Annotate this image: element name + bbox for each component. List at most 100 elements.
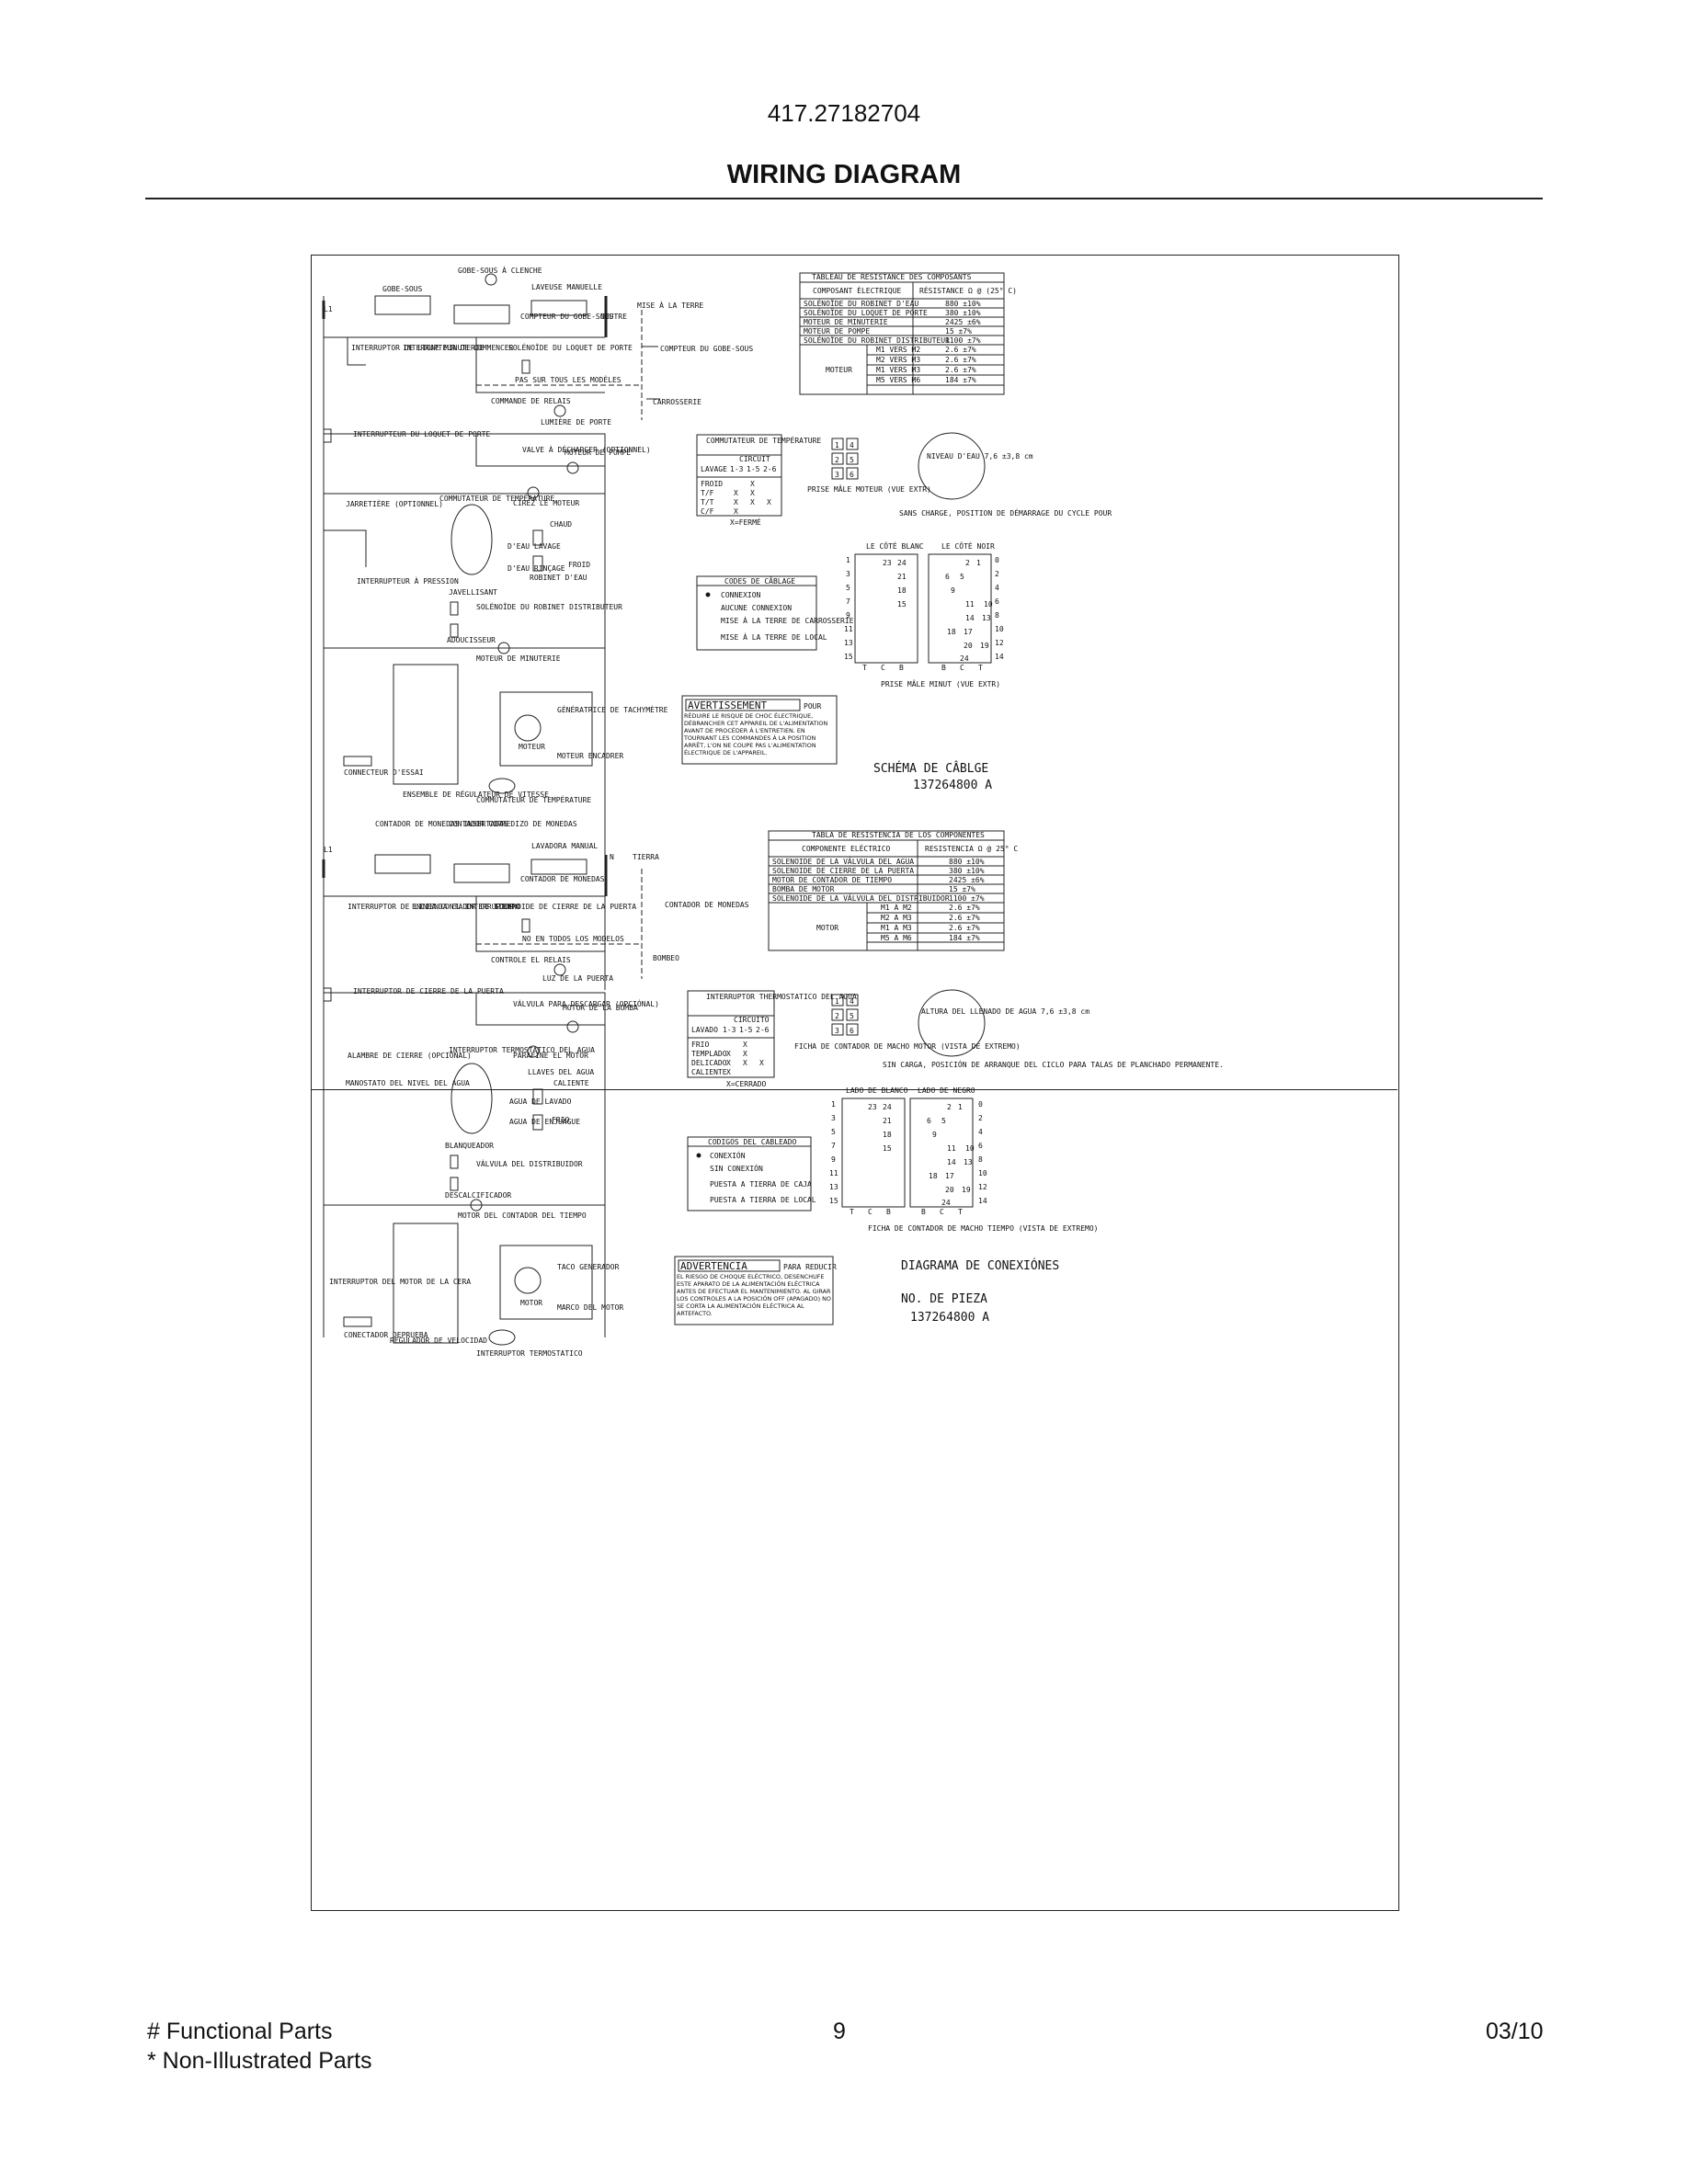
fr-timer-l1: 3 (846, 570, 850, 578)
fr-plug-p4: 3 (835, 471, 839, 479)
fr-res-r2c0: MOTEUR DE MINUTERIE (804, 318, 888, 326)
fr-timer-rn2: 6 (945, 573, 950, 581)
es-res-col2: RESISTENCIA Ω @ 25° C (925, 845, 1018, 853)
fr-timer-rn13: 24 (960, 654, 969, 663)
es-temp-r2: DELICADO (691, 1059, 727, 1067)
spanish-motor-plug: 1 4 2 5 3 6 FICHA DE CONTADOR DE MACHO M… (794, 994, 1021, 1051)
fr-water-level: NIVEAU D'EAU 7,6 ±3,8 cm (927, 452, 1033, 461)
fr-timer-l6: 13 (844, 639, 853, 647)
es-timer-l0: 1 (831, 1100, 836, 1109)
spanish-resistance-table: TABLA DE RESISTENCIA DE LOS COMPONENTES … (768, 830, 1018, 951)
label-mise-terre: MISE À LA TERRE (637, 300, 703, 310)
es-code-2: PUESTA A TIERRA DE CAJA (710, 1180, 812, 1189)
fr-timer-rn6: 10 (984, 600, 993, 609)
label-motor-contador: MOTOR DEL CONTADOR DEL TIEMPO (458, 1211, 587, 1220)
revision-date: 03/10 (1486, 2019, 1544, 2044)
label-ensemble-regulateur: ENSEMBLE DE RÉGULATEUR DE VITESSE (403, 789, 549, 799)
spanish-water-level: ALTURA DEL LLENADO DE AGUA 7,6 ±3,8 cm S… (883, 989, 1224, 1069)
label-agua-lavado: AGUA DE LAVADO (509, 1098, 572, 1106)
label-lavadora: LAVADORA MANUAL (531, 842, 598, 850)
fr-temp-note: X=FERMÉ (730, 517, 761, 527)
es-timer-rn9: 18 (929, 1172, 938, 1180)
es-res-r4c0: SOLENOIDE DE LA VÁLVULA DEL DISTRIBUIDOR (772, 893, 950, 903)
es-timer-l3: 7 (831, 1142, 836, 1150)
es-timer-rn10: 17 (945, 1172, 954, 1180)
label-interruptor-linea: INTERRUPTOR DE LINEA CONTADOR DE TIEMPO (348, 903, 520, 911)
fr-timer-title: PRISE MÂLE MINUT (VUE EXTR) (881, 678, 1000, 688)
es-temp-title: INTERRUPTOR THERMOSTATICO DEL AGUA (706, 993, 857, 1001)
es-temp-r1b: X (743, 1050, 747, 1058)
es-timer-r2: 4 (978, 1128, 983, 1136)
es-temp-r2b: X (743, 1059, 747, 1067)
label-l1: L1 (324, 305, 333, 313)
es-timer-rn7: 14 (947, 1158, 956, 1166)
es-timer-r4: 8 (978, 1155, 983, 1164)
label-interrupteur-commencer: INTERRUPTEUR DE COMMENCER (403, 344, 514, 352)
fr-code-2: MISE À LA TERRE DE CARROSSERIE (721, 615, 854, 625)
fr-timer-rn1: 1 (976, 559, 981, 567)
label-blanqueador: BLANQUEADOR (445, 1142, 494, 1150)
fr-timer-n4: 15 (897, 600, 907, 609)
fr-timer-rn7: 14 (965, 614, 975, 622)
es-res-r2c1: 2425 ±6% (949, 876, 985, 884)
es-warning-badge: ADVERTENCIA (680, 1260, 747, 1272)
label-interruptor-motor: INTERRUPTOR DEL MOTOR DE LA CERA (329, 1278, 471, 1286)
es-timer-rc0: B (921, 1208, 926, 1216)
label-neutre: NEUTRE (600, 313, 627, 321)
es-temp-r1: TEMPLADO (691, 1050, 727, 1058)
fr-temp-title: COMMUTATEUR DE TEMPÉRATURE (706, 435, 821, 445)
fr-res-m0a: M1 VERS M2 (876, 346, 920, 354)
label-contador-corredizo: CONTADOR CORREDIZO DE MONEDAS (449, 820, 577, 828)
es-temp-r3: CALIENTE (691, 1068, 727, 1076)
fr-codes-title: CODES DE CÂBLAGE (724, 575, 795, 586)
fr-res-title: TABLEAU DE RÉSISTANCE DES COMPOSANTS (812, 271, 972, 281)
es-temp-r1a: X (726, 1050, 731, 1058)
label-manostato: MANOSTATO DEL NIVEL DEL AGUA (346, 1079, 470, 1087)
es-plug-p5: 6 (850, 1027, 854, 1035)
label-connecteur-essai: CONNECTEUR D'ESSAI (344, 768, 424, 777)
es-res-m1a: M2 A M3 (881, 914, 912, 922)
label-compteur: COMPTEUR DU GOBE-SOUS (520, 313, 613, 321)
label-moteur: MOTEUR (519, 743, 545, 751)
fr-timer-rc1: C (960, 664, 964, 672)
es-res-title: TABLA DE RESISTENCIA DE LOS COMPONENTES (812, 831, 985, 839)
label-commutateur-bottom: COMMUTATEUR DE TEMPÉRATURE (476, 794, 591, 804)
es-plug-p3: 5 (850, 1012, 854, 1020)
fr-timer-l5: 11 (844, 625, 853, 633)
label-alambre: ALAMBRE DE CIERRE (OPCIÓNAL) (348, 1050, 472, 1060)
es-timer-rn2: 6 (927, 1117, 931, 1125)
label-encienda: ENCIENDA EL INTERRUPTOR (412, 903, 514, 911)
fr-timer-rn12: 19 (980, 642, 989, 650)
fr-timer-l2: 5 (846, 584, 850, 592)
fr-timer-black: LE CÔTÉ NOIR (941, 540, 995, 551)
es-codes-title: CODIGOS DEL CABLEADO (708, 1138, 797, 1146)
fr-plug-p1: 4 (850, 441, 854, 449)
es-timer-lc1: C (868, 1208, 873, 1216)
label-commande-relais: COMMANDE DE RELAIS (491, 397, 571, 405)
es-temp-lavado: LAVADO (691, 1026, 718, 1034)
label-l1-es: L1 (324, 846, 333, 854)
label-motor-bomba: MOTOR DE LA BOMBA (563, 1004, 638, 1012)
es-temp-r2a: X (726, 1059, 731, 1067)
label-interrupteur-pression: INTERRUPTEUR À PRESSION (357, 575, 459, 586)
es-res-motor: MOTOR (816, 924, 838, 932)
label-n-es: N (610, 853, 614, 861)
french-warning: AVERTISSEMENT POUR RÉDUIRE LE RISQUE DE … (681, 695, 838, 765)
fr-res-r4c1: 1100 ±7% (945, 336, 981, 345)
label-adoucisseur: ADOUCISSEUR (447, 636, 496, 644)
label-solenoide-loquet: SOLÉNOÏDE DU LOQUET DE PORTE (508, 342, 633, 352)
es-timer-r5: 10 (978, 1169, 987, 1177)
es-timer-rn8: 13 (964, 1158, 973, 1166)
es-res-m2b: 2.6 ±7% (949, 924, 980, 932)
label-interruptor-term: INTERRUPTOR TERMOSTATICO DEL AGUA (449, 1046, 595, 1054)
fr-plug-p0: 1 (835, 441, 839, 449)
french-schematic: L1 NEUTRE MISE À LA TERRE GOBE-SOUS GOBE… (322, 265, 753, 990)
fr-res-m0b: 2.6 ±7% (945, 346, 976, 354)
es-timer-n2: 21 (883, 1117, 892, 1125)
es-timer-title: FICHA DE CONTADOR DE MACHO TIEMPO (VISTA… (868, 1224, 1098, 1233)
fr-timer-l7: 15 (844, 653, 853, 661)
label-interruptor-term-bottom: INTERRUPTOR TERMOSTATICO (476, 1349, 583, 1358)
fr-timer-rn8: 13 (982, 614, 991, 622)
page-title: WIRING DIAGRAM (726, 160, 962, 189)
es-temp-c0: 1-3 (723, 1026, 736, 1034)
